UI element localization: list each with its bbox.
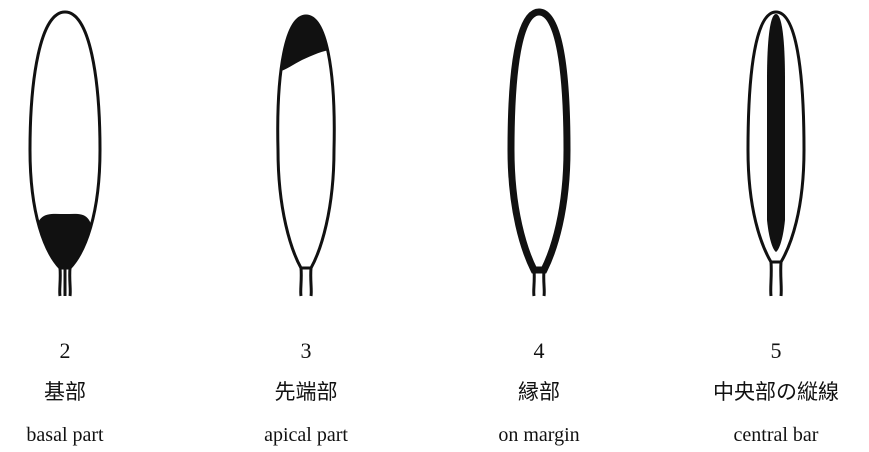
- label-japanese: 先端部: [274, 380, 338, 404]
- label-japanese: 縁部: [518, 380, 560, 404]
- label-english: on margin: [498, 424, 580, 446]
- figure-central-bar: 5 中央部の縦線 central bar: [676, 0, 869, 452]
- leaf-stalk: [299, 267, 313, 297]
- leaf-stalk: [532, 269, 546, 297]
- figure-apical-part: 3 先端部 apical part: [206, 0, 406, 452]
- leaf-margin-band: [507, 8, 571, 274]
- central-bar: [767, 14, 785, 252]
- figure-on-margin: 4 縁部 on margin: [439, 0, 639, 452]
- apical-spot-leaf-drawing: [276, 14, 336, 297]
- leaf-stalk: [58, 258, 72, 297]
- figure-basal-part: 2 基部 basal part: [0, 0, 165, 452]
- label-japanese: 基部: [44, 380, 86, 404]
- figure-number: 4: [533, 338, 545, 363]
- figure-number: 3: [300, 338, 312, 363]
- basal-spot-leaf-drawing: [28, 10, 102, 297]
- figure-number: 2: [59, 338, 71, 363]
- leaf-outline: [276, 14, 336, 270]
- central-bar-leaf-drawing: [746, 10, 806, 297]
- leaf-outline: [746, 10, 806, 264]
- figure-number: 5: [770, 338, 782, 363]
- label-english: central bar: [733, 424, 819, 446]
- leaf-stalk: [769, 261, 783, 297]
- label-english: apical part: [264, 424, 348, 446]
- label-english: basal part: [26, 424, 104, 446]
- label-japanese: 中央部の縦線: [713, 380, 839, 404]
- margin-band-leaf-drawing: [507, 8, 571, 297]
